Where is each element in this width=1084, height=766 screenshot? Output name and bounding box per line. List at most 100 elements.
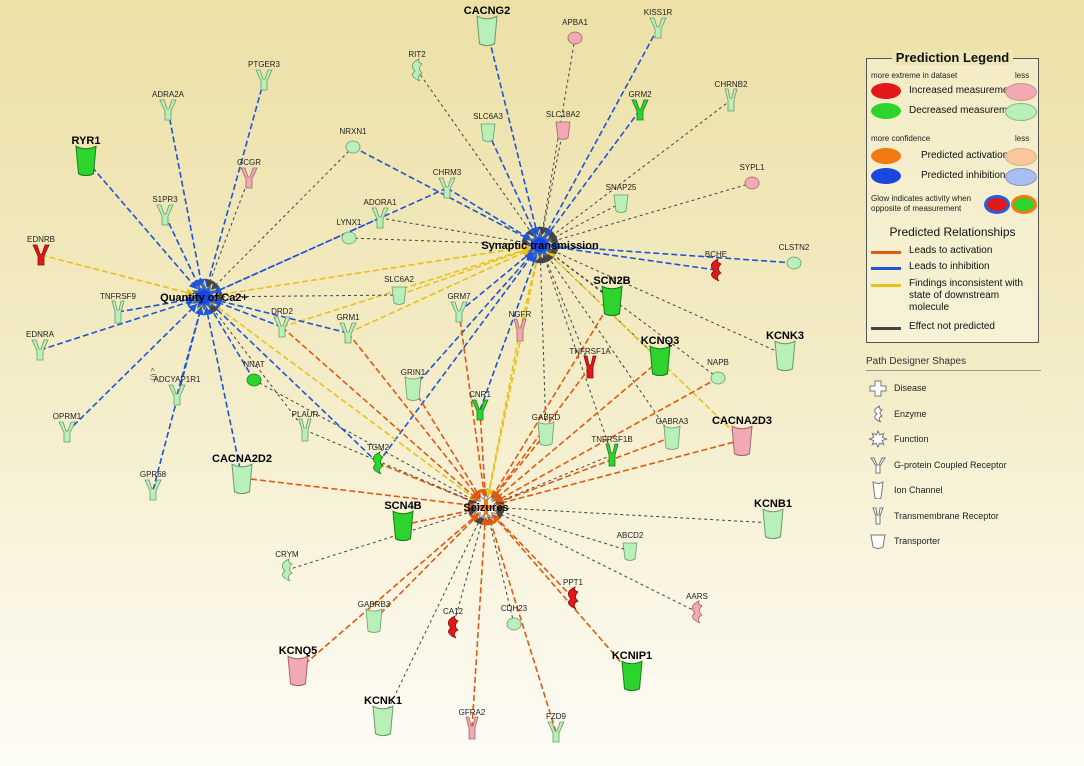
- node-grm1[interactable]: GRM1: [336, 313, 360, 344]
- node-quantity[interactable]: Quantity of Ca2+: [160, 282, 248, 312]
- node-kcnip1[interactable]: KCNIP1: [612, 650, 652, 692]
- node-kcnk3[interactable]: KCNK3: [766, 330, 804, 372]
- node-nnat[interactable]: NNAT: [243, 360, 265, 387]
- node-slc6a2[interactable]: SLC6A2: [384, 275, 414, 305]
- node-snap25[interactable]: SNAP25: [606, 183, 637, 213]
- node-label: EDNRA: [26, 330, 55, 339]
- node-sypl1[interactable]: SYPL1: [740, 163, 765, 190]
- ion-channel-icon: [365, 608, 383, 633]
- node-kcnk1[interactable]: KCNK1: [364, 695, 402, 737]
- node-label: SLC6A2: [384, 275, 414, 284]
- node-gcgr[interactable]: GCGR: [237, 158, 261, 189]
- edge-CNR1-seizures: [479, 409, 490, 498]
- node-gabrd[interactable]: GABRD: [532, 413, 561, 446]
- node-grin1[interactable]: GRIN1: [401, 368, 426, 401]
- node-adcyap1r1[interactable]: ADCYAP1R1: [154, 375, 202, 406]
- edge-quantity-synaptic: [203, 243, 531, 298]
- node-kcnb1[interactable]: KCNB1: [754, 498, 792, 540]
- enzyme-icon: [710, 258, 722, 282]
- node-abcd2[interactable]: ABCD2: [617, 531, 644, 561]
- node-slc6a3[interactable]: SLC6A3: [473, 112, 503, 142]
- synaptic-function-icon: [525, 230, 555, 260]
- node-fzd9[interactable]: FZD9: [546, 712, 567, 743]
- node-grm2[interactable]: GRM2: [628, 90, 652, 121]
- node-adra2a[interactable]: ADRA2A: [152, 90, 185, 121]
- node-ca12[interactable]: CA12: [443, 607, 464, 639]
- node-scn4b[interactable]: SCN4B: [384, 500, 422, 542]
- node-label: CHRNB2: [715, 80, 748, 89]
- node-label: Seizures: [463, 502, 508, 514]
- node-ednra[interactable]: EDNRA: [26, 330, 55, 361]
- node-synaptic[interactable]: Synaptic transmission: [481, 230, 599, 260]
- node-oprm1[interactable]: OPRM1: [53, 412, 82, 443]
- node-label: SNAP25: [606, 183, 637, 192]
- ion-channel-icon: [404, 376, 422, 401]
- edge-CACNA2D2-seizures: [241, 477, 477, 510]
- node-gpr68[interactable]: GPR68: [140, 470, 167, 501]
- increased-light-icon: [1005, 83, 1037, 101]
- edge-NAPB-synaptic: [547, 250, 719, 379]
- node-gabra3[interactable]: GABRA3: [656, 417, 689, 450]
- edge-annotation: < (/): [148, 367, 157, 381]
- node-rit2[interactable]: RIT2: [408, 50, 426, 82]
- legend-pred-inhibition: Predicted inhibition: [871, 168, 1037, 186]
- node-label: OPRM1: [53, 412, 82, 421]
- node-ednrb[interactable]: EDNRB: [27, 235, 55, 266]
- node-ryr1[interactable]: RYR1: [72, 135, 101, 177]
- node-aars[interactable]: AARS: [686, 592, 708, 624]
- node-tnfrsf9[interactable]: TNFRSF9: [100, 292, 137, 324]
- node-apba1[interactable]: APBA1: [562, 18, 588, 45]
- node-tgm2[interactable]: TGM2: [367, 443, 390, 475]
- node-label: ADORA1: [364, 198, 397, 207]
- gpcr-icon: [547, 721, 565, 743]
- node-bche[interactable]: BCHE: [705, 250, 727, 282]
- node-cdh23[interactable]: CDH23: [501, 604, 528, 631]
- node-plaur[interactable]: PLAUR: [292, 410, 319, 442]
- node-ngfr[interactable]: NGFR: [509, 310, 532, 342]
- node-lynx1[interactable]: LYNX1: [337, 218, 362, 245]
- edge-GCGR-quantity: [206, 177, 250, 288]
- node-label: KCNQ3: [641, 335, 680, 347]
- node-kiss1r[interactable]: KISS1R: [644, 8, 673, 39]
- node-scn2b[interactable]: SCN2B: [593, 275, 631, 317]
- node-tnfrsf1b[interactable]: TNFRSF1B: [591, 435, 633, 467]
- gpcr-icon: [32, 244, 50, 266]
- node-drd2[interactable]: DRD2: [271, 307, 293, 338]
- shape-legend-label: Function: [894, 434, 929, 444]
- node-chrnb2[interactable]: CHRNB2: [715, 80, 748, 112]
- node-adora1[interactable]: ADORA1: [364, 198, 397, 229]
- node-label: KCNIP1: [612, 650, 652, 662]
- node-label: Quantity of Ca2+: [160, 292, 248, 304]
- node-label: CACNA2D2: [212, 453, 272, 465]
- node-cacna2d2[interactable]: CACNA2D2: [212, 453, 272, 495]
- node-slc18a2[interactable]: SLC18A2: [546, 110, 581, 140]
- node-clstn2[interactable]: CLSTN2: [779, 243, 810, 270]
- transporter-icon: [870, 534, 886, 549]
- node-label: SYPL1: [740, 163, 765, 172]
- other-icon: [786, 256, 802, 270]
- shape-legend-label: Enzyme: [894, 408, 927, 419]
- node-ppt1[interactable]: PPT1: [563, 578, 584, 610]
- edge-S1PR3-quantity: [164, 214, 201, 289]
- transporter-icon: [555, 121, 571, 140]
- node-gfra2[interactable]: GFRA2: [459, 708, 486, 740]
- node-gabrb3[interactable]: GABRB3: [358, 600, 391, 633]
- node-cacng2[interactable]: CACNG2: [464, 5, 510, 47]
- gpcr-icon: [649, 17, 667, 39]
- node-nrxn1[interactable]: NRXN1: [339, 127, 367, 154]
- node-chrm3[interactable]: CHRM3: [433, 168, 462, 199]
- node-kcnq5[interactable]: KCNQ5: [279, 645, 318, 687]
- node-kcnq3[interactable]: KCNQ3: [641, 335, 680, 377]
- node-cnr1[interactable]: CNR1: [469, 390, 491, 421]
- node-napb[interactable]: NAPB: [707, 358, 729, 385]
- node-ptger3[interactable]: PTGER3: [248, 60, 281, 91]
- transmembrane-receptor-icon: [872, 507, 884, 524]
- node-s1pr3[interactable]: S1PR3: [152, 195, 178, 226]
- enzyme-icon: [691, 600, 703, 624]
- node-cacna2d3[interactable]: CACNA2D3: [712, 415, 772, 457]
- node-seizures[interactable]: Seizures: [463, 492, 509, 522]
- node-crym[interactable]: CRYM: [275, 550, 299, 582]
- node-tnfrsf1a[interactable]: TNFRSF1A: [569, 347, 611, 379]
- node-grm7[interactable]: GRM7: [447, 292, 471, 323]
